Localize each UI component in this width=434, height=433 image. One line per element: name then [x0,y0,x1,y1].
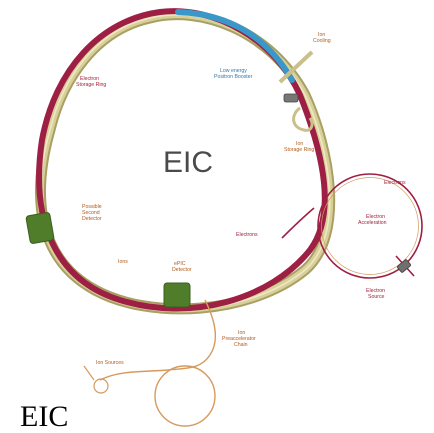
label-electron-acceleration: Electron Acceleration [358,214,387,226]
ion-cooling-device [283,93,299,103]
positron-booster [175,9,295,83]
electron-storage-ring [36,8,328,312]
ion-cooling-line [278,50,314,84]
label-ion-storage-ring: Ion Storage Ring [284,141,314,153]
label-positron-booster: Low energy Positron Booster [214,68,253,80]
label-ion-cooling: Ion Cooling [313,32,331,44]
electron-acceleration-loop [281,173,423,279]
label-electron-source: Electron Source [366,288,386,300]
label-electron-storage-ring: Electron Storage Ring [76,76,106,88]
ion-injection-hook [292,106,314,132]
electron-source-block [397,259,411,273]
label-electrons-left: Electrons [236,232,258,238]
ion-preaccelerator-chain [83,299,217,427]
label-ion-sources: Ion Sources [96,360,124,366]
possible-second-detector [25,212,55,244]
label-possible-second-detector: Possible Second Detector [82,204,103,222]
label-epic-detector: ePIC Detector [172,261,192,273]
label-ions: Ions [118,259,128,265]
center-label: EIC [163,146,213,179]
label-ion-preaccelerator-chain: Ion Preaccelerator Chain [222,330,257,348]
caption: EIC [20,400,69,433]
epic-detector [163,282,191,308]
label-electrons-right: Electrons [384,180,406,186]
